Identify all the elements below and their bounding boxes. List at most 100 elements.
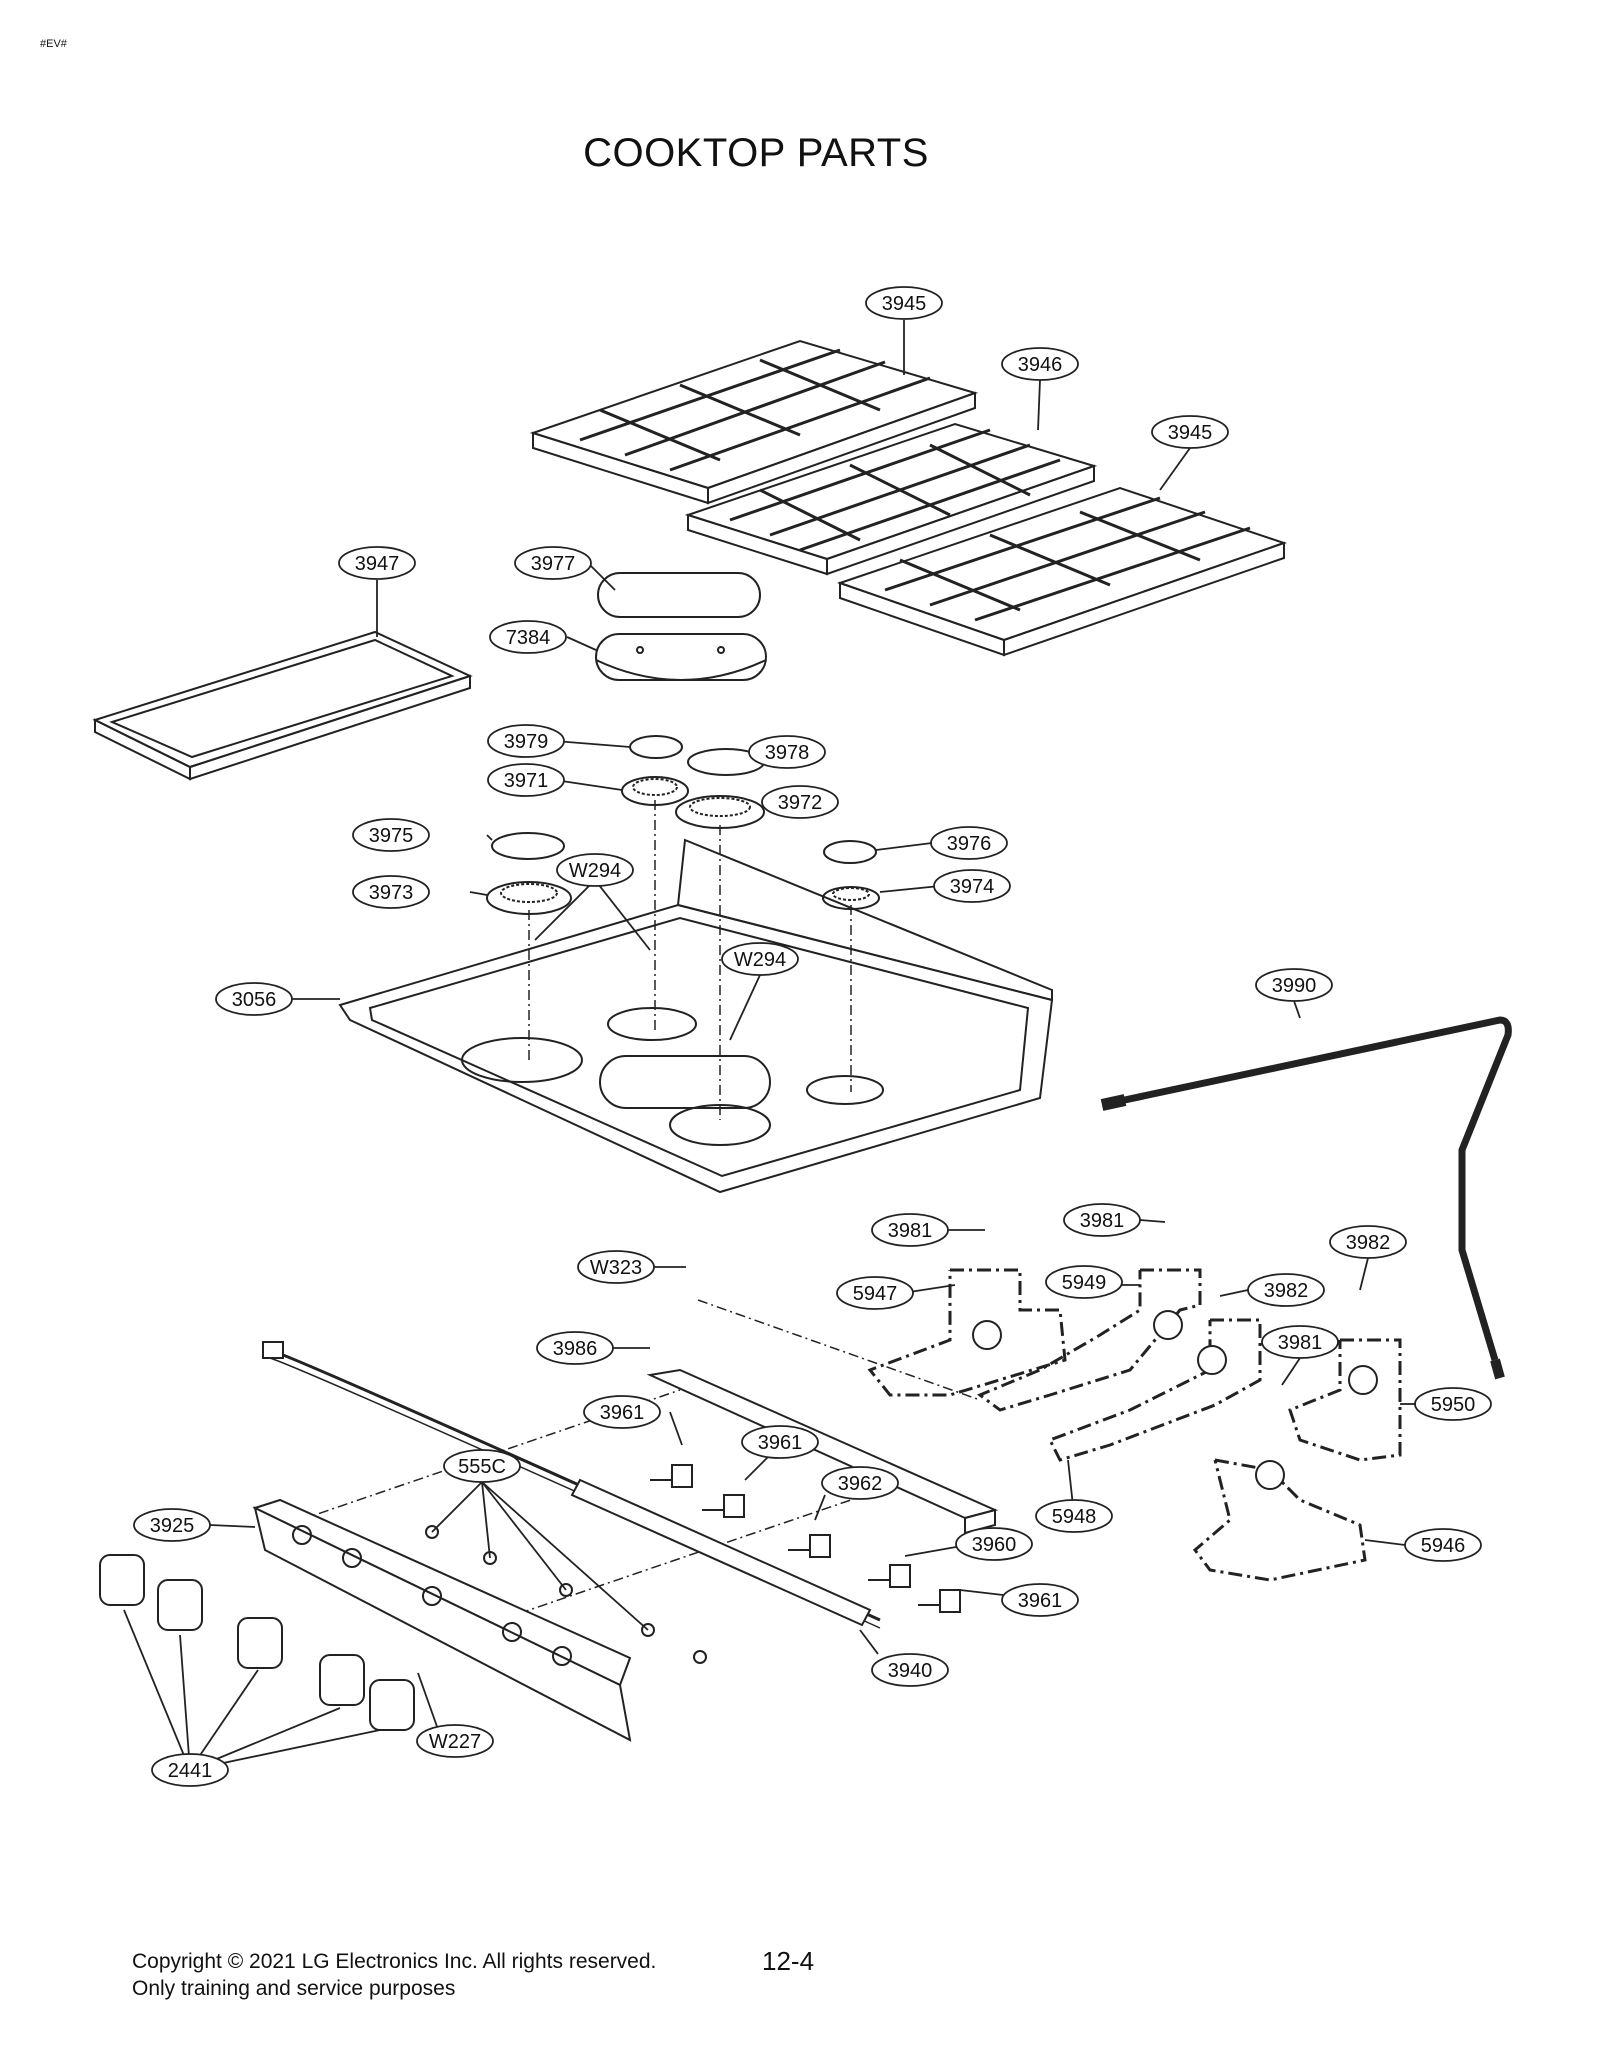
svg-text:3945: 3945 xyxy=(1168,422,1213,444)
svg-text:7384: 7384 xyxy=(506,627,551,649)
svg-text:5949: 5949 xyxy=(1062,1272,1107,1294)
copyright-notice: Copyright © 2021 LG Electronics Inc. All… xyxy=(132,1948,656,2002)
svg-text:3975: 3975 xyxy=(369,825,414,847)
callout-3056: 3056 xyxy=(215,982,293,1016)
callout-3982a: 3982 xyxy=(1329,1225,1407,1259)
callout-3981a: 3981 xyxy=(871,1213,949,1247)
gas-supply-tube xyxy=(1119,1016,1512,1362)
svg-text:3972: 3972 xyxy=(778,792,823,814)
callout-5949: 5949 xyxy=(1045,1265,1123,1299)
page-title: COOKTOP PARTS xyxy=(583,130,929,175)
callout-3946: 3946 xyxy=(1001,347,1079,381)
callout-w294a: W294 xyxy=(556,853,634,887)
leader-lines xyxy=(123,320,1415,1771)
callout-w227: W227 xyxy=(416,1724,494,1758)
switch-rail xyxy=(570,1478,872,1627)
page-number: 12-4 xyxy=(762,1946,815,1976)
svg-text:3973: 3973 xyxy=(369,882,414,904)
oval-burner-cap xyxy=(597,572,761,618)
callout-3973: 3973 xyxy=(352,875,430,909)
svg-text:3961: 3961 xyxy=(758,1432,803,1454)
svg-text:5950: 5950 xyxy=(1431,1394,1476,1416)
cooktop-tray xyxy=(338,838,1054,1194)
callout-3981b: 3981 xyxy=(1063,1203,1141,1237)
svg-text:3961: 3961 xyxy=(1018,1590,1063,1612)
svg-text:3974: 3974 xyxy=(950,876,995,898)
svg-text:5946: 5946 xyxy=(1421,1535,1466,1557)
svg-text:W227: W227 xyxy=(429,1731,481,1753)
svg-text:3962: 3962 xyxy=(838,1473,883,1495)
burner-valves xyxy=(972,1310,1378,1490)
callout-3945a: 3945 xyxy=(865,286,943,320)
callout-3974: 3974 xyxy=(933,869,1011,903)
callout-5947: 5947 xyxy=(836,1276,914,1310)
svg-text:3981: 3981 xyxy=(1278,1332,1323,1354)
svg-text:3961: 3961 xyxy=(600,1402,645,1424)
callout-3960: 3960 xyxy=(955,1527,1033,1561)
svg-text:2441: 2441 xyxy=(168,1760,213,1782)
callout-5950: 5950 xyxy=(1414,1387,1492,1421)
callout-3962: 3962 xyxy=(821,1466,899,1500)
callout-3990: 3990 xyxy=(1255,968,1333,1002)
svg-text:3976: 3976 xyxy=(947,833,992,855)
callout-5948: 5948 xyxy=(1035,1499,1113,1533)
griddle-plate xyxy=(92,630,473,781)
callout-3972: 3972 xyxy=(761,785,839,819)
control-panel xyxy=(252,1498,632,1742)
svg-text:3946: 3946 xyxy=(1018,354,1063,376)
right-grate xyxy=(836,486,1288,657)
valves xyxy=(650,1464,961,1613)
svg-text:3971: 3971 xyxy=(504,770,549,792)
svg-text:3960: 3960 xyxy=(972,1534,1017,1556)
svg-text:3986: 3986 xyxy=(553,1338,598,1360)
callout-labels: 3945 3946 3945 3947 3977 7384 3979 3978 … xyxy=(133,286,1492,1787)
knobs xyxy=(99,1554,415,1731)
callout-w323: W323 xyxy=(577,1250,655,1284)
copyright-line-2: Only training and service purposes xyxy=(132,1977,456,2000)
callout-3961c: 3961 xyxy=(1001,1583,1079,1617)
svg-text:3979: 3979 xyxy=(504,731,549,753)
svg-text:3056: 3056 xyxy=(232,989,277,1011)
callout-3976: 3976 xyxy=(930,826,1008,860)
callout-3947: 3947 xyxy=(338,546,416,580)
callout-3940: 3940 xyxy=(871,1653,949,1687)
svg-text:W294: W294 xyxy=(569,860,621,882)
svg-text:3925: 3925 xyxy=(150,1515,195,1537)
callout-3975: 3975 xyxy=(352,818,430,852)
callout-3977: 3977 xyxy=(514,546,592,580)
burner-caps xyxy=(491,735,877,864)
oval-burner xyxy=(595,633,767,681)
svg-text:3990: 3990 xyxy=(1272,975,1317,997)
callout-555c: 555C xyxy=(443,1449,521,1483)
copyright-line-1: Copyright © 2021 LG Electronics Inc. All… xyxy=(132,1950,657,1973)
callout-5946: 5946 xyxy=(1404,1528,1482,1562)
callout-3986: 3986 xyxy=(536,1331,614,1365)
center-grate xyxy=(684,422,1098,576)
washers xyxy=(425,1525,707,1664)
burner-assembly-outlines xyxy=(867,1268,1402,1582)
callout-3925: 3925 xyxy=(133,1508,211,1542)
svg-text:W294: W294 xyxy=(734,949,786,971)
left-grate xyxy=(529,339,979,505)
svg-text:3978: 3978 xyxy=(765,742,810,764)
svg-text:3977: 3977 xyxy=(531,553,576,575)
callout-w294b: W294 xyxy=(721,942,799,976)
svg-text:3940: 3940 xyxy=(888,1660,933,1682)
burner-heads xyxy=(486,776,880,915)
callout-3981c: 3981 xyxy=(1261,1325,1339,1359)
svg-text:3982: 3982 xyxy=(1264,1280,1309,1302)
callout-7384: 7384 xyxy=(489,620,567,654)
svg-text:5947: 5947 xyxy=(853,1283,898,1305)
callout-2441: 2441 xyxy=(151,1753,229,1787)
document-tag: #EV# xyxy=(40,38,67,50)
callout-3945b: 3945 xyxy=(1151,415,1229,449)
callout-3982b: 3982 xyxy=(1247,1273,1325,1307)
callout-3971: 3971 xyxy=(487,763,565,797)
callout-3979: 3979 xyxy=(487,724,565,758)
callout-3961a: 3961 xyxy=(583,1395,661,1429)
svg-text:3981: 3981 xyxy=(888,1220,933,1242)
svg-text:3945: 3945 xyxy=(882,293,927,315)
svg-text:W323: W323 xyxy=(590,1257,642,1279)
callout-3978: 3978 xyxy=(748,735,826,769)
